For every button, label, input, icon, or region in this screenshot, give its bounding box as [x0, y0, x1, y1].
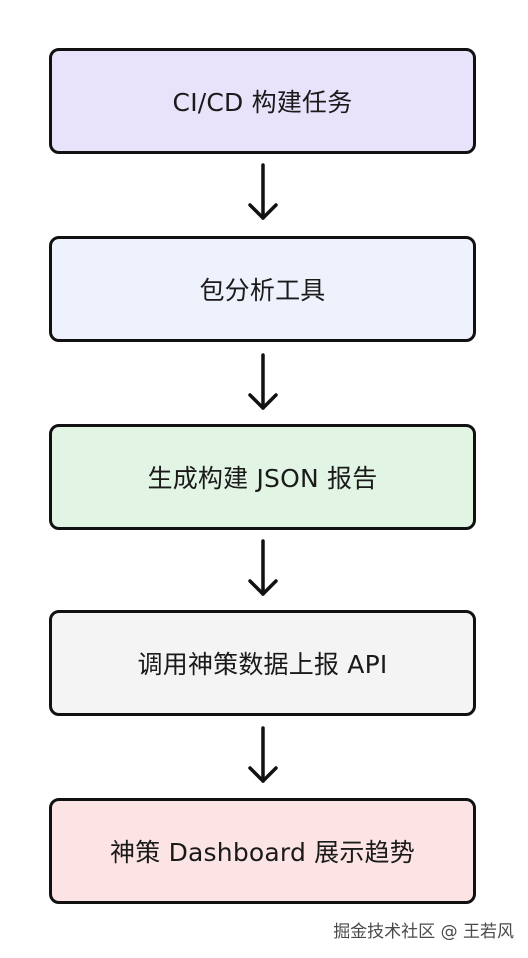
step-package-analysis-tool: 包分析工具 [49, 236, 476, 342]
arrow-down-icon [248, 726, 278, 783]
watermark: 掘金技术社区 @ 王若风 [333, 922, 514, 942]
step-dashboard-trends: 神策 Dashboard 展示趋势 [49, 798, 476, 904]
arrow-down-icon [248, 353, 278, 410]
arrow-down-icon [248, 539, 278, 596]
step-label: 调用神策数据上报 API [137, 650, 388, 679]
step-call-sensors-api: 调用神策数据上报 API [49, 610, 476, 716]
arrow-down-icon [248, 163, 278, 220]
step-label: CI/CD 构建任务 [172, 88, 353, 117]
step-generate-json-report: 生成构建 JSON 报告 [49, 424, 476, 530]
step-label: 神策 Dashboard 展示趋势 [110, 838, 415, 867]
step-label: 包分析工具 [199, 276, 326, 305]
step-cicd-build-task: CI/CD 构建任务 [49, 48, 476, 154]
step-label: 生成构建 JSON 报告 [147, 464, 378, 493]
